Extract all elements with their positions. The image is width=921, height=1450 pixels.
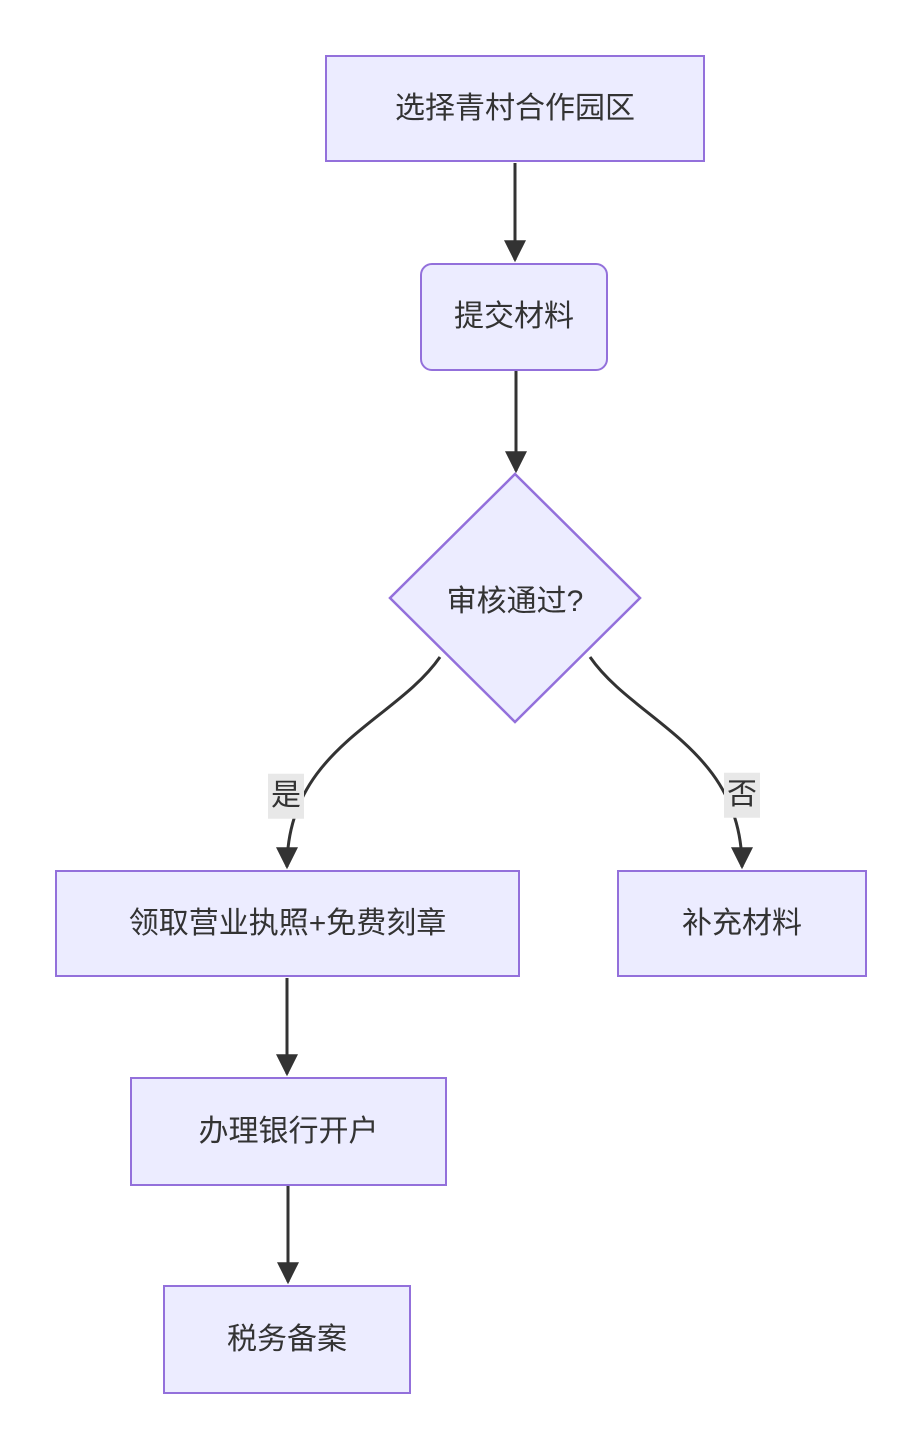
- edge-label-no: 否: [724, 772, 760, 818]
- node-supplement-materials: 补充材料: [617, 870, 867, 977]
- edge-label-yes: 是: [268, 773, 304, 819]
- node-submit-materials: 提交材料: [420, 263, 608, 371]
- node-get-license: 领取营业执照+免费刻章: [55, 870, 520, 977]
- node-submit-materials-label: 提交材料: [454, 300, 574, 333]
- node-supplement-materials-label: 补充材料: [682, 906, 802, 940]
- node-select-park-label: 选择青村合作园区: [395, 91, 635, 125]
- node-get-license-label: 领取营业执照+免费刻章: [128, 906, 447, 940]
- node-bank-account-label: 办理银行开户: [198, 1114, 379, 1148]
- node-tax-filing-label: 税务备案: [227, 1322, 347, 1356]
- node-tax-filing: 税务备案: [163, 1285, 411, 1394]
- edge-review-yes-to-get-license: [276, 656, 442, 870]
- node-review-diamond-shape: [388, 472, 642, 724]
- node-bank-account: 办理银行开户: [130, 1077, 447, 1186]
- edge-review-no-to-supplement-materials: [588, 656, 753, 870]
- node-review-label: 审核通过?: [446, 585, 584, 618]
- node-select-park: 选择青村合作园区: [325, 55, 705, 162]
